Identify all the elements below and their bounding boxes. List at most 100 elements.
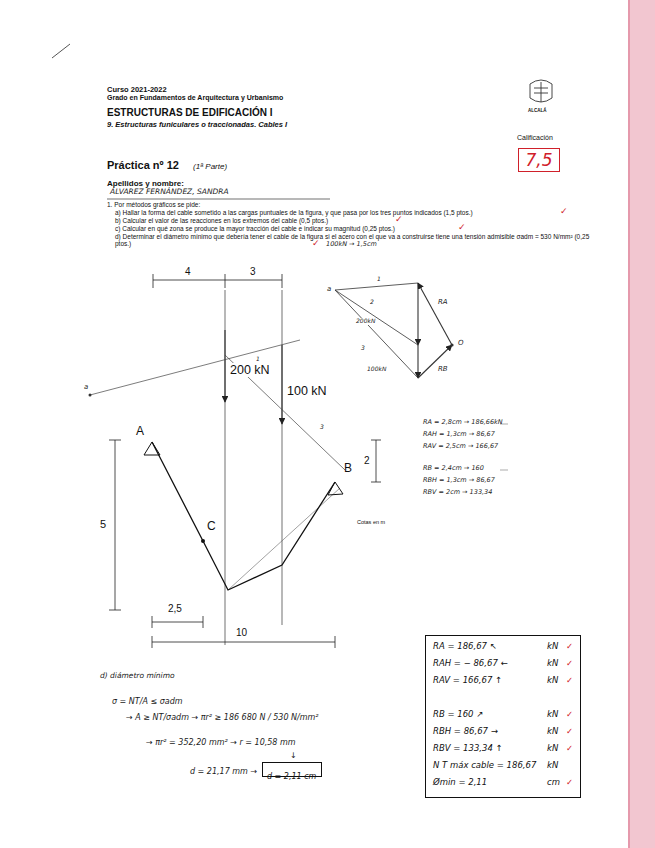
dimension-tick xyxy=(109,440,121,441)
funicular-point xyxy=(89,394,92,397)
practice-title: Práctica nº 12 xyxy=(107,159,179,172)
force-polygon xyxy=(335,283,452,378)
answer-value: d = 2,11 cm xyxy=(267,772,316,781)
dimension-top xyxy=(153,274,282,288)
note-marks xyxy=(500,424,508,470)
dimension-tick xyxy=(153,274,154,288)
dimension-label: 3 xyxy=(250,266,256,278)
pencil-mark xyxy=(52,44,70,58)
dimension-line xyxy=(376,440,377,482)
dimension-tick xyxy=(335,636,336,648)
support-a xyxy=(144,442,160,455)
check-mark: ✓ xyxy=(566,641,573,651)
dimension-tick xyxy=(109,610,121,611)
answer-box: d = 2,11 cm xyxy=(262,762,322,777)
grade-caption: Calificación xyxy=(517,134,553,142)
handwritten-solution: → A ≥ NT/σadm → πr² ≥ 186 680 N / 530 N/… xyxy=(126,713,318,722)
header-text: Curso 2021-2022 xyxy=(107,86,167,95)
header-text: Grado en Fundamentos de Arquitectura y U… xyxy=(107,94,283,102)
handwritten-note: 100kN → 1,5cm xyxy=(326,241,377,248)
cable-shape xyxy=(152,442,335,590)
dimension-tick xyxy=(371,440,381,441)
handwritten-note: RBH = 1,3cm → 86,67 xyxy=(423,477,495,484)
result-value: RBV = 133,34 ↑ xyxy=(433,743,503,753)
handwritten-note: RA = 2,8cm → 186,66kN xyxy=(423,419,503,426)
dimension-label: 2,5 xyxy=(168,603,182,615)
construction-line xyxy=(228,488,340,590)
ray-label: 3 xyxy=(360,345,366,352)
support-b xyxy=(328,482,343,495)
question-text: a) Hallar la forma del cable sometido a … xyxy=(115,209,473,216)
dimension-line xyxy=(153,280,282,281)
point-label: B xyxy=(344,462,352,476)
load-label: 200 kN xyxy=(229,363,271,377)
dimension-5 xyxy=(109,440,121,610)
unit-label: kN xyxy=(547,709,558,719)
question-text: c) Calcular en qué zona se produce la ma… xyxy=(115,225,395,232)
reaction-vector xyxy=(418,283,452,345)
handwritten-solution: d) diámetro mínimo xyxy=(100,672,175,681)
dimension-tick xyxy=(282,274,283,288)
load-label: 100 kN xyxy=(286,384,328,398)
university-logo xyxy=(530,80,552,102)
load-vector xyxy=(417,345,418,378)
unit-label: cm xyxy=(547,777,560,787)
check-mark: ✓ xyxy=(566,658,573,668)
result-value: Ømin = 2,11 xyxy=(433,777,487,787)
student-name: ALVAREZ FERNÁNDEZ, SANDRA xyxy=(110,188,229,197)
logo-shield xyxy=(530,80,552,102)
check-mark: ✓ xyxy=(566,726,573,736)
load-arrow xyxy=(281,345,282,424)
result-value: RAH = − 86,67 ← xyxy=(433,658,508,668)
point-label: C xyxy=(207,520,216,534)
check-mark: ✓ xyxy=(560,206,568,216)
unit-label: kN xyxy=(547,743,558,753)
name-caption: Apellidos y nombre: xyxy=(107,179,184,188)
check-mark: ✓ xyxy=(312,238,320,248)
logo-text: ALCALÁ xyxy=(528,108,547,113)
question-text: 1. Por métodos gráficos se pide: xyxy=(107,201,200,208)
dimension-tick xyxy=(203,616,204,628)
handwritten-solution: ↓ xyxy=(290,751,297,760)
name-line xyxy=(107,199,330,200)
load-line xyxy=(282,290,283,625)
ray-label: 3 xyxy=(320,424,324,431)
dimension-label: 2 xyxy=(364,455,370,467)
dimension-label: 5 xyxy=(99,518,107,531)
handwritten-solution: → πr² = 352,20 mm² → r = 10,58 mm xyxy=(146,738,296,747)
paper-edge xyxy=(628,0,655,848)
pole-label: O xyxy=(458,339,464,347)
unit-label: kN xyxy=(547,675,558,685)
check-mark: ✓ xyxy=(566,777,573,787)
dimension-line xyxy=(115,440,116,610)
grade-box: 7,5 xyxy=(518,148,560,172)
funicular-ray xyxy=(90,340,300,395)
subtitle-text: 9. Estructuras funiculares o traccionada… xyxy=(107,121,287,130)
handwritten-note: RAV = 2,5cm → 166,67 xyxy=(423,443,498,450)
check-mark: ✓ xyxy=(458,222,466,232)
handwritten-note: RAH = 1,3cm → 86,67 xyxy=(423,431,495,438)
dimension-label: 10 xyxy=(236,627,247,639)
polar-ray xyxy=(335,290,418,378)
grade-value: 7,5 xyxy=(525,150,552,170)
ray-label: 1 xyxy=(377,276,381,283)
question-text: b) Calcular el valor de las reacciones e… xyxy=(115,217,328,224)
polar-ray xyxy=(335,283,418,290)
logo-detail xyxy=(534,82,548,102)
force-label: 100kN xyxy=(366,366,387,373)
dimension-tick xyxy=(152,636,153,648)
dimension-tick xyxy=(225,274,226,288)
polar-ray xyxy=(335,290,418,345)
dimension-line xyxy=(152,622,203,623)
results-table: RA = 186,67 ↖kN✓RAH = − 86,67 ←kN✓RAV = … xyxy=(425,635,581,798)
funicular-ray xyxy=(225,355,345,470)
unit-label: kN xyxy=(547,760,558,770)
polygon-label: a xyxy=(327,285,331,293)
check-mark: ✓ xyxy=(566,743,573,753)
check-mark: ✓ xyxy=(566,675,573,685)
dimension-tick xyxy=(371,482,381,483)
check-mark: ✓ xyxy=(566,709,573,719)
unit-label: kN xyxy=(547,641,558,651)
